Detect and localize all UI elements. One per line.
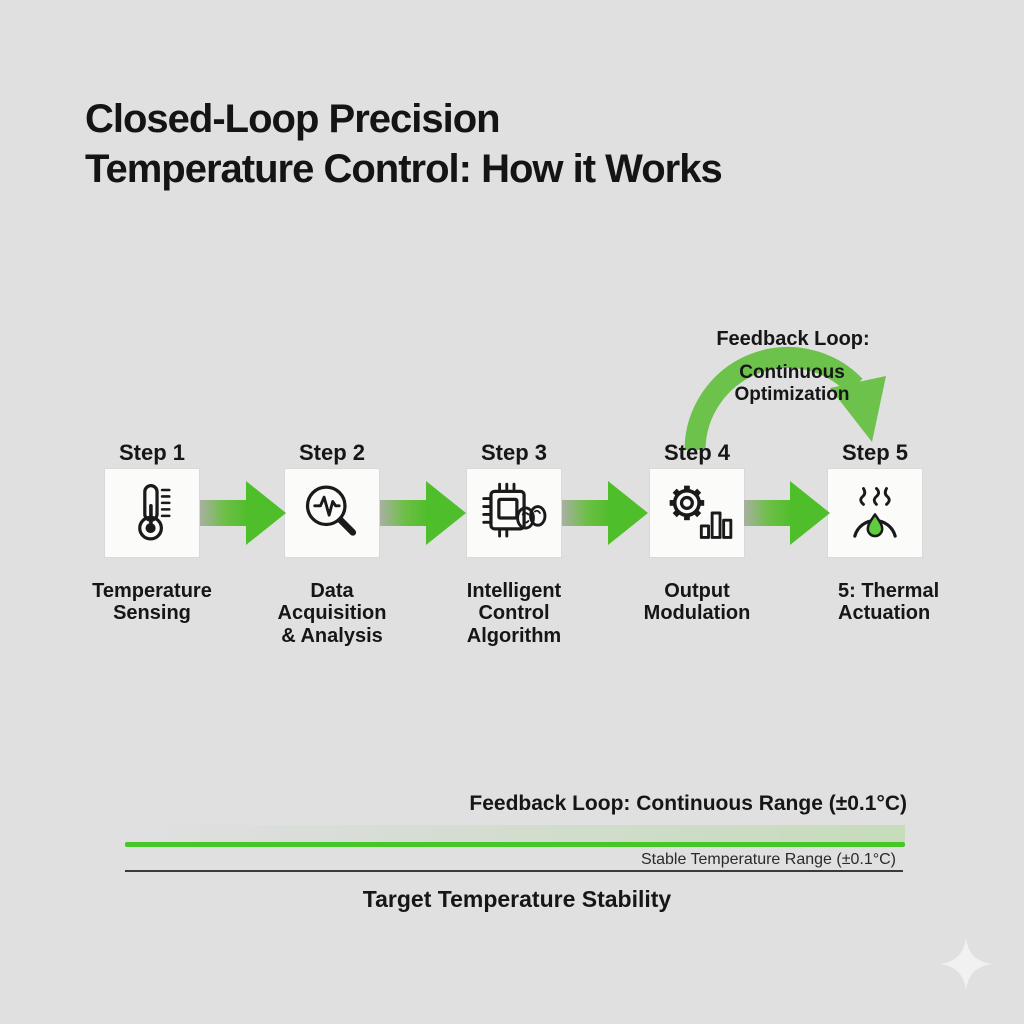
feedback-loop-subtext: Continuous Optimization — [734, 362, 850, 406]
step-3-label: Step 3 — [480, 440, 548, 465]
step-4-icon-box — [650, 469, 744, 557]
stable-range-line — [125, 842, 905, 847]
step-1: Step 1 Temperature Sensing — [62, 440, 242, 624]
step-2-caption: Data Acquisition & Analysis — [277, 580, 387, 647]
baseline-axis — [125, 870, 903, 872]
step-3-caption: Intelligent Control Algorithm — [466, 580, 562, 647]
feedback-range-label: Feedback Loop: Continuous Range (±0.1°C) — [469, 792, 907, 815]
step-3: Step 3 Intelligent Control A — [424, 440, 604, 647]
step-5-caption: 5: Thermal Actuation — [838, 580, 940, 625]
sparkle-icon — [939, 937, 993, 991]
step-2: Step 2 Data Acquisition & Analysis — [242, 440, 422, 647]
step-5: Step 5 5: Thermal Actuation — [785, 440, 965, 624]
step-4-caption: Output Modulation — [643, 580, 751, 625]
step-1-caption: Temperature Sensing — [92, 580, 212, 625]
feedback-loop-heading: Feedback Loop: — [716, 328, 870, 350]
page-title: Closed-Loop Precision Temperature Contro… — [85, 97, 723, 192]
thermal-flame-icon — [853, 487, 897, 538]
step-2-icon-box — [285, 469, 379, 557]
magnifier-waveform-icon — [305, 485, 357, 536]
step-1-icon-box — [105, 469, 199, 557]
step-5-label: Step 5 — [841, 440, 909, 465]
step-5-icon-box — [828, 469, 922, 557]
stable-range-label: Stable Temperature Range (±0.1°C) — [640, 851, 896, 868]
step-2-label: Step 2 — [298, 440, 366, 465]
step-4-label: Step 4 — [663, 440, 731, 465]
feedback-loop-arrow-icon — [684, 347, 886, 451]
step-3-icon-box — [467, 469, 561, 557]
step-4: Step 4 Output Modulat — [607, 440, 787, 624]
axis-label: Target Temperature Stability — [362, 886, 672, 912]
gear-bars-icon — [669, 485, 733, 539]
step-1-label: Step 1 — [118, 440, 186, 465]
stability-gradient-band — [125, 825, 905, 842]
thermometer-icon — [138, 484, 171, 541]
chip-brain-icon — [482, 482, 547, 538]
